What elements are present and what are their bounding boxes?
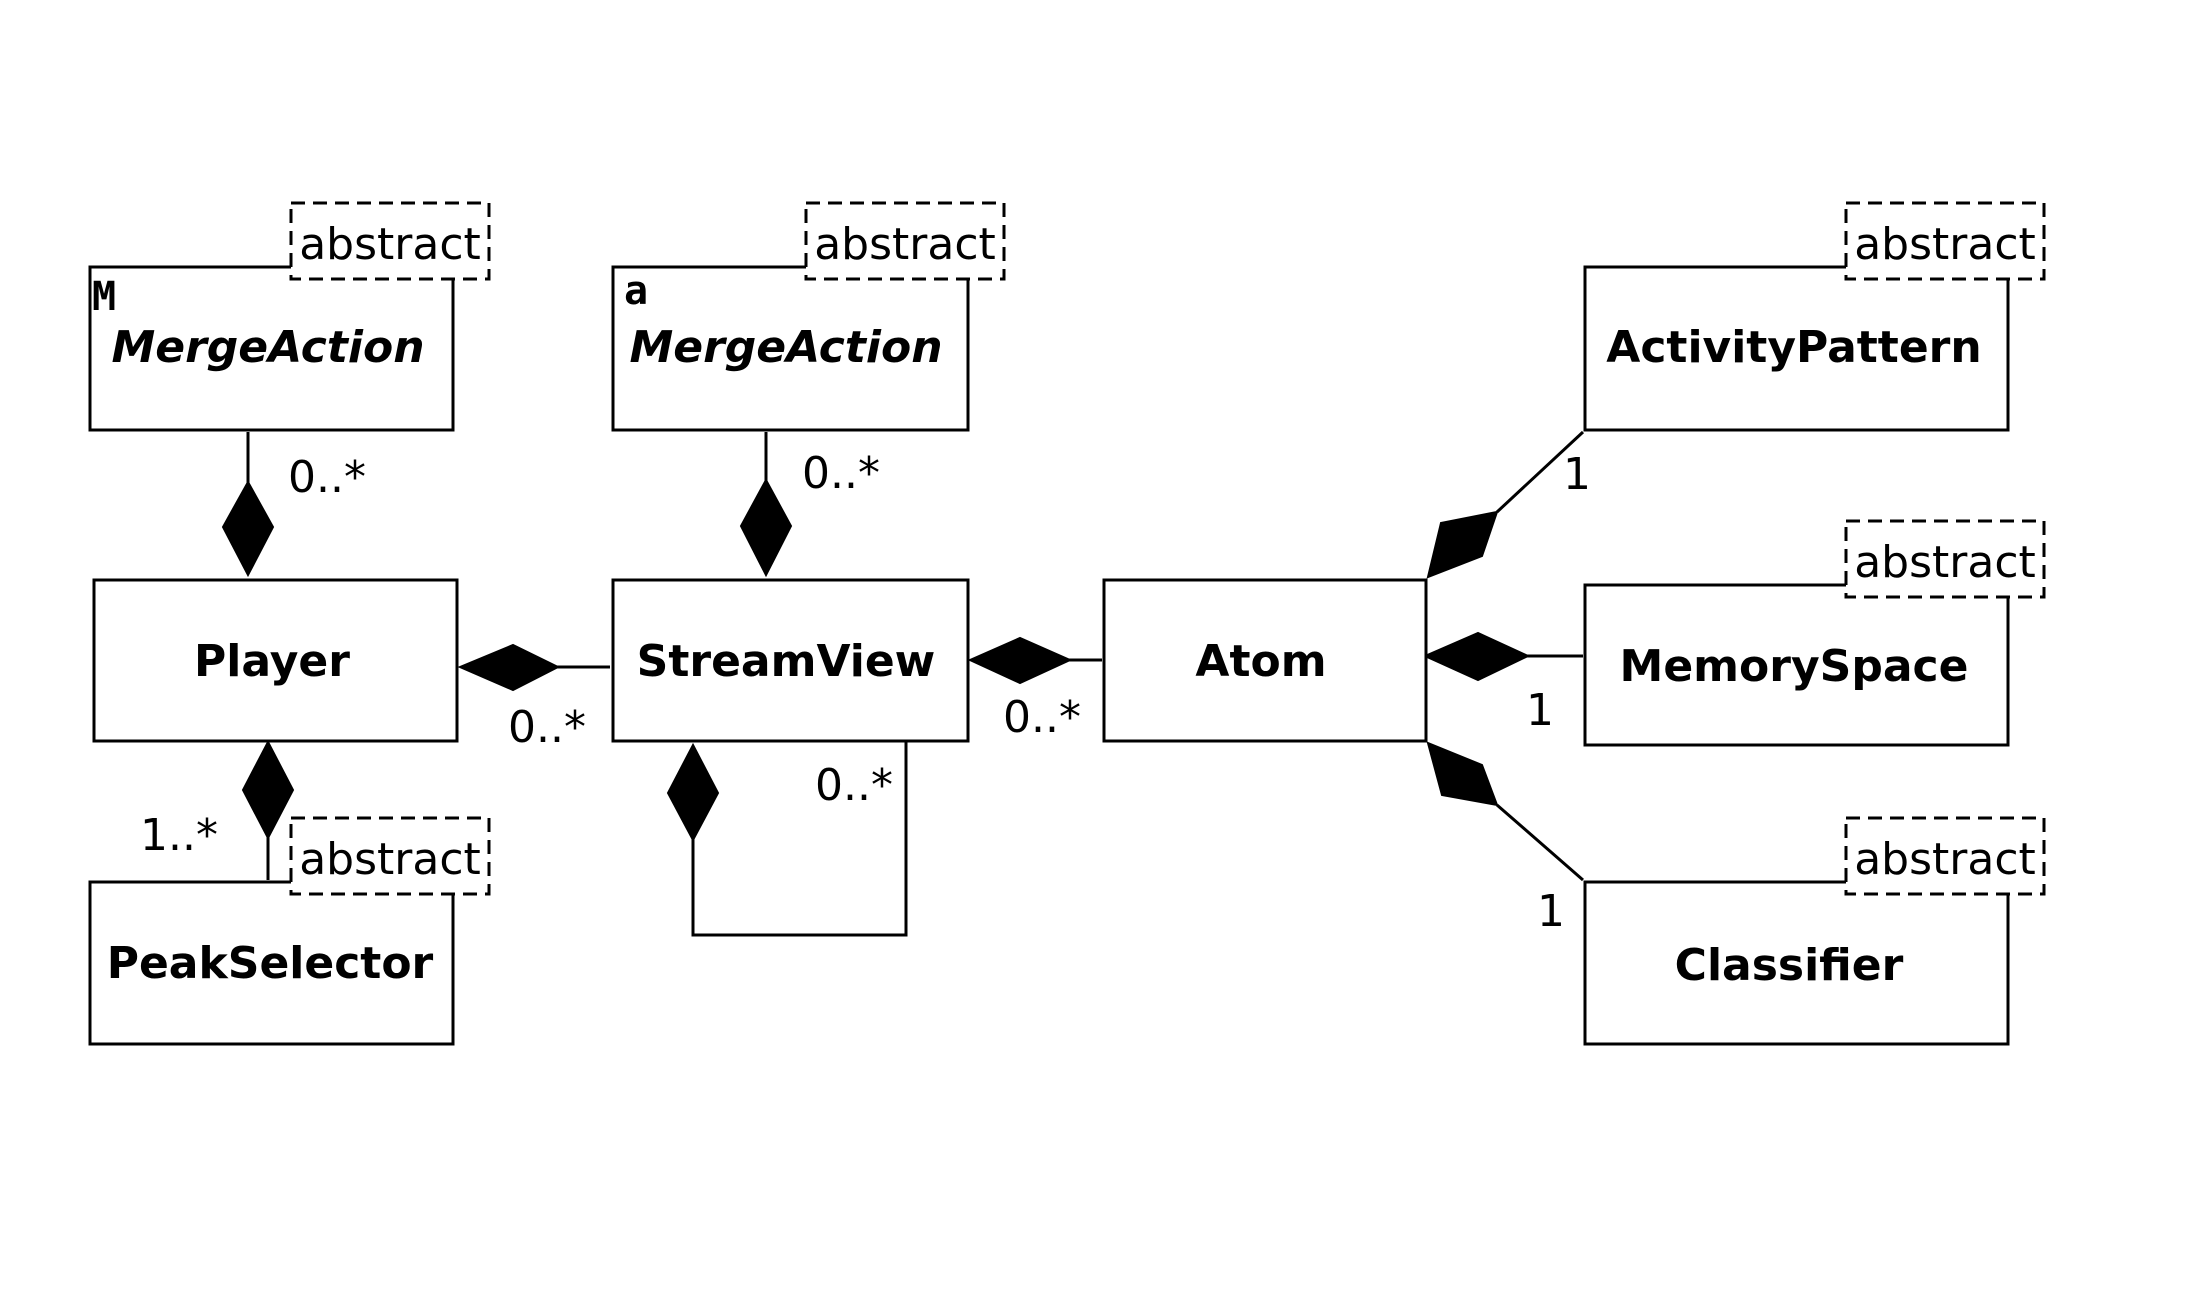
class-name: Atom bbox=[1195, 636, 1326, 687]
multiplicity-label: 1 bbox=[1526, 685, 1554, 736]
template-parameter-box bbox=[289, 201, 491, 281]
corner-icon: M bbox=[92, 274, 116, 320]
class-activitypattern[interactable]: abstract ActivityPattern bbox=[1583, 201, 2046, 432]
class-name: Classifier bbox=[1675, 940, 1904, 991]
class-name: ActivityPattern bbox=[1606, 322, 1981, 373]
multiplicity-label: 1..* bbox=[140, 810, 218, 861]
multiplicity-label: 0..* bbox=[288, 452, 366, 503]
class-name: PeakSelector bbox=[107, 938, 434, 989]
class-streamview[interactable]: StreamView bbox=[611, 578, 970, 743]
template-parameter-box bbox=[1844, 519, 2046, 599]
multiplicity-label: 0..* bbox=[802, 448, 880, 499]
corner-icon: a bbox=[624, 268, 648, 314]
composition-diamond bbox=[1426, 741, 1499, 807]
class-memoryspace[interactable]: abstract MemorySpace bbox=[1583, 519, 2046, 747]
multiplicity-label: 0..* bbox=[1003, 692, 1081, 743]
class-classifier[interactable]: abstract Classifier bbox=[1583, 816, 2046, 1046]
multiplicity-label: 1 bbox=[1563, 449, 1591, 500]
composition-diamond bbox=[967, 636, 1073, 685]
class-name: MergeAction bbox=[629, 322, 942, 373]
composition-diamond bbox=[666, 742, 720, 843]
multiplicity-label: 0..* bbox=[508, 702, 586, 753]
template-label: abstract bbox=[814, 219, 996, 270]
composition-diamond bbox=[1426, 510, 1499, 579]
composition-diamond bbox=[457, 643, 561, 692]
template-parameter-box bbox=[1844, 816, 2046, 896]
composition-diamond bbox=[221, 479, 275, 578]
edge-atom-classifier bbox=[1496, 803, 1584, 882]
template-label: abstract bbox=[1854, 537, 2036, 588]
multiplicity-label: 1 bbox=[1537, 886, 1565, 937]
class-peakselector[interactable]: abstract PeakSelector bbox=[88, 816, 491, 1046]
template-label: abstract bbox=[299, 219, 481, 270]
class-name: MergeAction bbox=[111, 322, 424, 373]
composition-diamond bbox=[241, 739, 295, 841]
template-parameter-box bbox=[804, 201, 1006, 281]
edge-atom-activitypattern bbox=[1495, 430, 1585, 514]
class-player[interactable]: Player bbox=[92, 578, 459, 743]
template-parameter-box bbox=[289, 816, 491, 896]
composition-diamond bbox=[1422, 631, 1531, 682]
class-atom[interactable]: Atom bbox=[1102, 578, 1428, 743]
composition-diamond bbox=[739, 477, 793, 578]
class-name: MemorySpace bbox=[1620, 641, 1969, 692]
template-label: abstract bbox=[299, 834, 481, 885]
template-label: abstract bbox=[1854, 219, 2036, 270]
class-mergeaction-left[interactable]: abstract M MergeAction bbox=[88, 201, 491, 432]
template-label: abstract bbox=[1854, 834, 2036, 885]
edge-streamview-self bbox=[691, 742, 908, 937]
class-name: StreamView bbox=[637, 636, 936, 687]
multiplicity-label: 0..* bbox=[815, 760, 893, 811]
class-name: Player bbox=[194, 636, 350, 687]
template-parameter-box bbox=[1844, 201, 2046, 281]
class-mergeaction-mid[interactable]: abstract a MergeAction bbox=[611, 201, 1006, 432]
